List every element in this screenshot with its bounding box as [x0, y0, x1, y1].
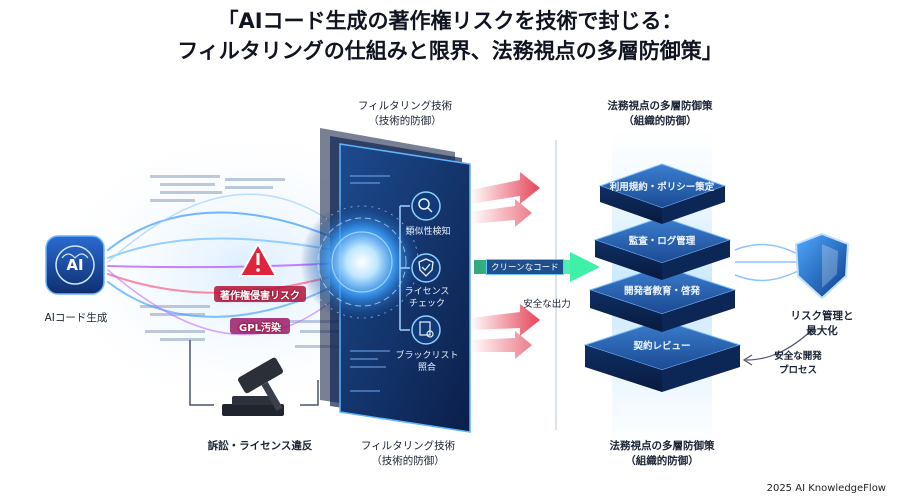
- filter-item-similarity: 類似性検知: [400, 226, 456, 238]
- filter-item-similarity-line1: 類似性検知: [405, 227, 451, 237]
- clean-code-label: クリーンなコード: [486, 259, 564, 275]
- risk-gpl-plate: [230, 318, 290, 334]
- filter-title-bottom: フィルタリング技術 （技術的防御）: [338, 438, 478, 468]
- filter-title-top-line1: フィルタリング技術: [357, 100, 453, 112]
- title-line-2: フィルタリングの仕組みと限界、法務視点の多層防御策」: [177, 39, 723, 63]
- panel-code-lines: [350, 175, 390, 392]
- process-connector: [745, 329, 813, 361]
- filter-item-blacklist: ブラックリスト 照合: [394, 350, 460, 374]
- risk-copyright-plate: [214, 286, 306, 302]
- legal-title-bottom-line2: （組織的防御）: [625, 455, 699, 467]
- layer-2: [593, 216, 732, 280]
- lawsuit-label: 訴訟・ライセンス違反: [207, 440, 313, 452]
- document-search-icon: [411, 315, 441, 345]
- lawsuit-connector: [189, 340, 214, 406]
- filter-bracket: [399, 205, 410, 331]
- legal-title-top-line1: 法務視点の多層防御策: [607, 100, 713, 112]
- outcome-line2: 最大化: [806, 325, 838, 337]
- filter-title-top: フィルタリング技術 （技術的防御）: [340, 98, 470, 128]
- filter-title-top-line2: （技術的防御）: [368, 115, 442, 127]
- outcome-line1: リスク管理と: [790, 310, 854, 322]
- legal-title-bottom: 法務視点の多層防御策 （組織的防御）: [592, 438, 732, 468]
- layer-4: [583, 319, 742, 392]
- warning-icon: [239, 243, 277, 277]
- magnifier-icon: [411, 191, 441, 221]
- shield-icon: [794, 232, 850, 300]
- filter-item-blacklist-line1: ブラックリスト: [395, 351, 459, 361]
- lawsuit-connector-right: [300, 380, 319, 406]
- layer-label-policy: 利用規約・ポリシー策定: [609, 182, 715, 193]
- ai-label: AIコード生成: [44, 312, 108, 324]
- legal-title-top: 法務視点の多層防御策 （組織的防御）: [590, 98, 730, 128]
- shield-streams: [734, 243, 801, 282]
- title-line-1: 「AIコード生成の著作権リスクを技術で封じる：: [217, 9, 683, 33]
- gavel-icon: [222, 357, 284, 416]
- safe-output-label: 安全な出力: [523, 299, 571, 310]
- filter-item-license: ライセンス チェック: [398, 286, 456, 310]
- filter-item-license-line1: ライセンス: [404, 287, 450, 297]
- risk-gpl-label: GPL汚染: [239, 323, 281, 334]
- layer-3: [588, 265, 737, 332]
- legal-title-top-line2: （組織的防御）: [623, 115, 697, 127]
- outcome-label: リスク管理と 最大化: [782, 308, 862, 338]
- filter-title-bottom-line1: フィルタリング技術: [360, 440, 456, 452]
- process-arrowhead: [742, 354, 753, 366]
- risk-copyright-label: 著作権侵害リスク: [220, 291, 300, 302]
- defense-layers: [583, 163, 742, 392]
- legal-title-bottom-line1: 法務視点の多層防御策: [609, 440, 715, 452]
- rejected-arrows: [470, 172, 540, 359]
- ai-icon-text: AI: [66, 256, 84, 274]
- process-label: 安全な開発 プロセス: [758, 348, 838, 376]
- process-line2: プロセス: [778, 365, 817, 376]
- filter-title-bottom-line2: （技術的防御）: [371, 455, 445, 467]
- shield-check-icon: [411, 253, 441, 283]
- layer-1: [598, 163, 727, 224]
- layer-label-contract: 契約レビュー: [633, 341, 691, 352]
- layer-label-audit: 監査・ログ管理: [628, 236, 696, 247]
- ai-brain-icon: [45, 235, 105, 295]
- credit-text: 2025 AI KnowledgeFlow: [766, 483, 886, 494]
- filter-item-license-line2: チェック: [408, 299, 445, 309]
- filter-item-blacklist-line2: 照合: [417, 363, 436, 373]
- page-title: 「AIコード生成の著作権リスクを技術で封じる： フィルタリングの仕組みと限界、法…: [0, 6, 900, 66]
- layer-label-education: 開発者教育・啓発: [623, 286, 700, 297]
- process-line1: 安全な開発: [774, 351, 822, 362]
